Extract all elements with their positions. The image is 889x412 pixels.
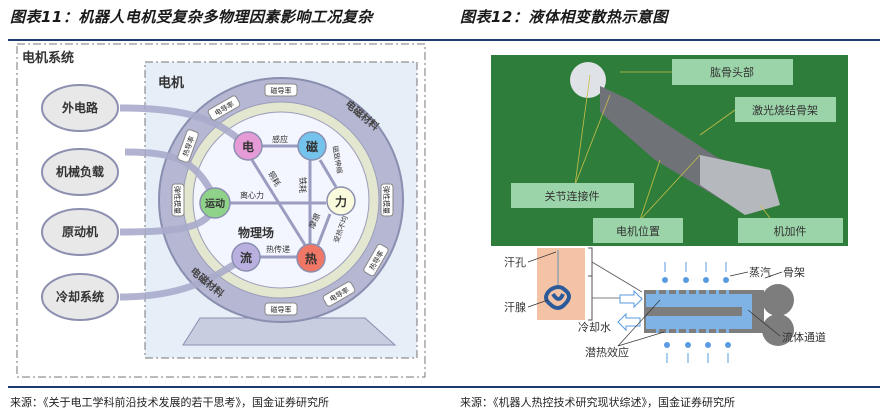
arrow-friction <box>316 213 332 246</box>
ring-tag: 热导率 <box>177 129 199 163</box>
photo-labels <box>511 59 843 243</box>
label-joint-connector: 关节连接件 <box>545 189 600 203</box>
vent-holes <box>656 290 729 333</box>
footer-rule <box>8 386 880 388</box>
liquid-phase-change-diagram: 肱骨头部 激光烧结骨架 关节连接件 电机位置 机加件 汗孔 汗腺 蒸汽 骨架 冷… <box>491 55 848 363</box>
node-motion <box>199 187 231 219</box>
svg-text:磁导率: 磁导率 <box>271 86 292 95</box>
flow-arrow-cooling <box>119 259 240 301</box>
motor-multiphysics-diagram: 电机系统 电机 外电路 机械负载 原动机 冷却系统 感应 铜耗 铁耗 <box>16 43 426 378</box>
node-flow <box>231 242 261 272</box>
label-box <box>672 59 793 85</box>
label-latent-heat: 潜热效应 <box>585 345 629 359</box>
external-ellipses: 外电路 机械负载 原动机 冷却系统 <box>41 84 119 321</box>
flow-arrow-external-circuit <box>119 104 243 143</box>
outflow-arrow-icon <box>617 312 641 332</box>
field-force: 力 <box>335 194 347 209</box>
inflow-arrow-icon <box>619 289 643 309</box>
label-laser-sintered-skeleton: 激光烧结骨架 <box>752 103 818 117</box>
ext-label: 原动机 <box>62 224 98 239</box>
label-box <box>738 218 843 243</box>
prime-mover-node <box>41 208 119 256</box>
figure-12-caption: 图表12：液体相变散热示意图 <box>460 8 668 26</box>
relation-heat-transfer: 热传递 <box>266 244 290 254</box>
label-steam: 蒸汽 <box>749 265 771 279</box>
label-fluid-channel: 流体通道 <box>782 330 826 344</box>
system-label: 电机系统 <box>22 50 74 66</box>
field-magnetic: 磁 <box>305 139 318 154</box>
inner-field <box>192 111 370 289</box>
label-box <box>593 218 683 243</box>
relation-iron-loss: 铁耗 <box>298 177 308 193</box>
cooling-system-node <box>41 273 119 321</box>
label-cooling-water: 冷却水 <box>578 321 611 334</box>
robot-arm-illustration <box>570 62 780 215</box>
ring-tag: 磁导率 <box>264 302 298 316</box>
svg-text:磁导率: 磁导率 <box>271 305 292 314</box>
field-electric: 电 <box>242 139 254 154</box>
node-magnetic <box>297 131 327 161</box>
vapor-arrows <box>664 262 729 363</box>
label-machined-part: 机加件 <box>774 224 807 238</box>
label-box <box>735 97 836 122</box>
label-box <box>511 183 634 208</box>
relation-centrifugal: 离心力 <box>240 190 264 200</box>
arrow-magnetostriction <box>318 159 338 188</box>
ring-tag: 弹性模量 <box>171 183 185 217</box>
vapor-droplets <box>662 277 731 348</box>
field-heat: 热 <box>305 251 317 266</box>
label-skeleton: 骨架 <box>783 266 805 279</box>
label-sweat-pore: 汗孔 <box>504 256 526 269</box>
ext-label: 机械负载 <box>56 164 104 179</box>
node-force <box>326 186 356 216</box>
figure-11-source: 来源：《关于电工学科前沿技术发展的若干思考》，国金证券研究所 <box>10 396 329 409</box>
svg-text:弹性模量: 弹性模量 <box>382 186 391 214</box>
ext-label: 外电路 <box>62 100 99 115</box>
field-motion: 运动 <box>205 197 225 210</box>
mechanical-load-node <box>41 148 119 196</box>
svg-text:弹性模量: 弹性模量 <box>173 186 182 214</box>
ring-tag: 弹性模量 <box>380 183 394 217</box>
ext-circuit-node <box>41 84 119 132</box>
node-electric <box>233 131 263 161</box>
figure-11-caption: 图表11：机器人电机受复杂多物理因素影响工况复杂 <box>10 8 373 26</box>
label-sweat-gland: 汗腺 <box>504 300 526 314</box>
ext-label: 冷却系统 <box>56 289 104 304</box>
relation-induction: 感应 <box>272 134 288 144</box>
node-heat <box>296 243 326 273</box>
motor-label: 电机 <box>158 75 184 91</box>
label-humeral-head: 肱骨头部 <box>710 65 754 79</box>
header-rule <box>8 39 880 41</box>
figure-12-source: 来源：《机器人热控技术研究现状综述》，国金证券研究所 <box>460 396 735 409</box>
field-flow: 流 <box>240 250 252 265</box>
label-motor-position: 电机位置 <box>616 224 660 238</box>
physics-field-label: 物理场 <box>238 225 274 240</box>
ring-tag: 磁导率 <box>264 83 298 97</box>
